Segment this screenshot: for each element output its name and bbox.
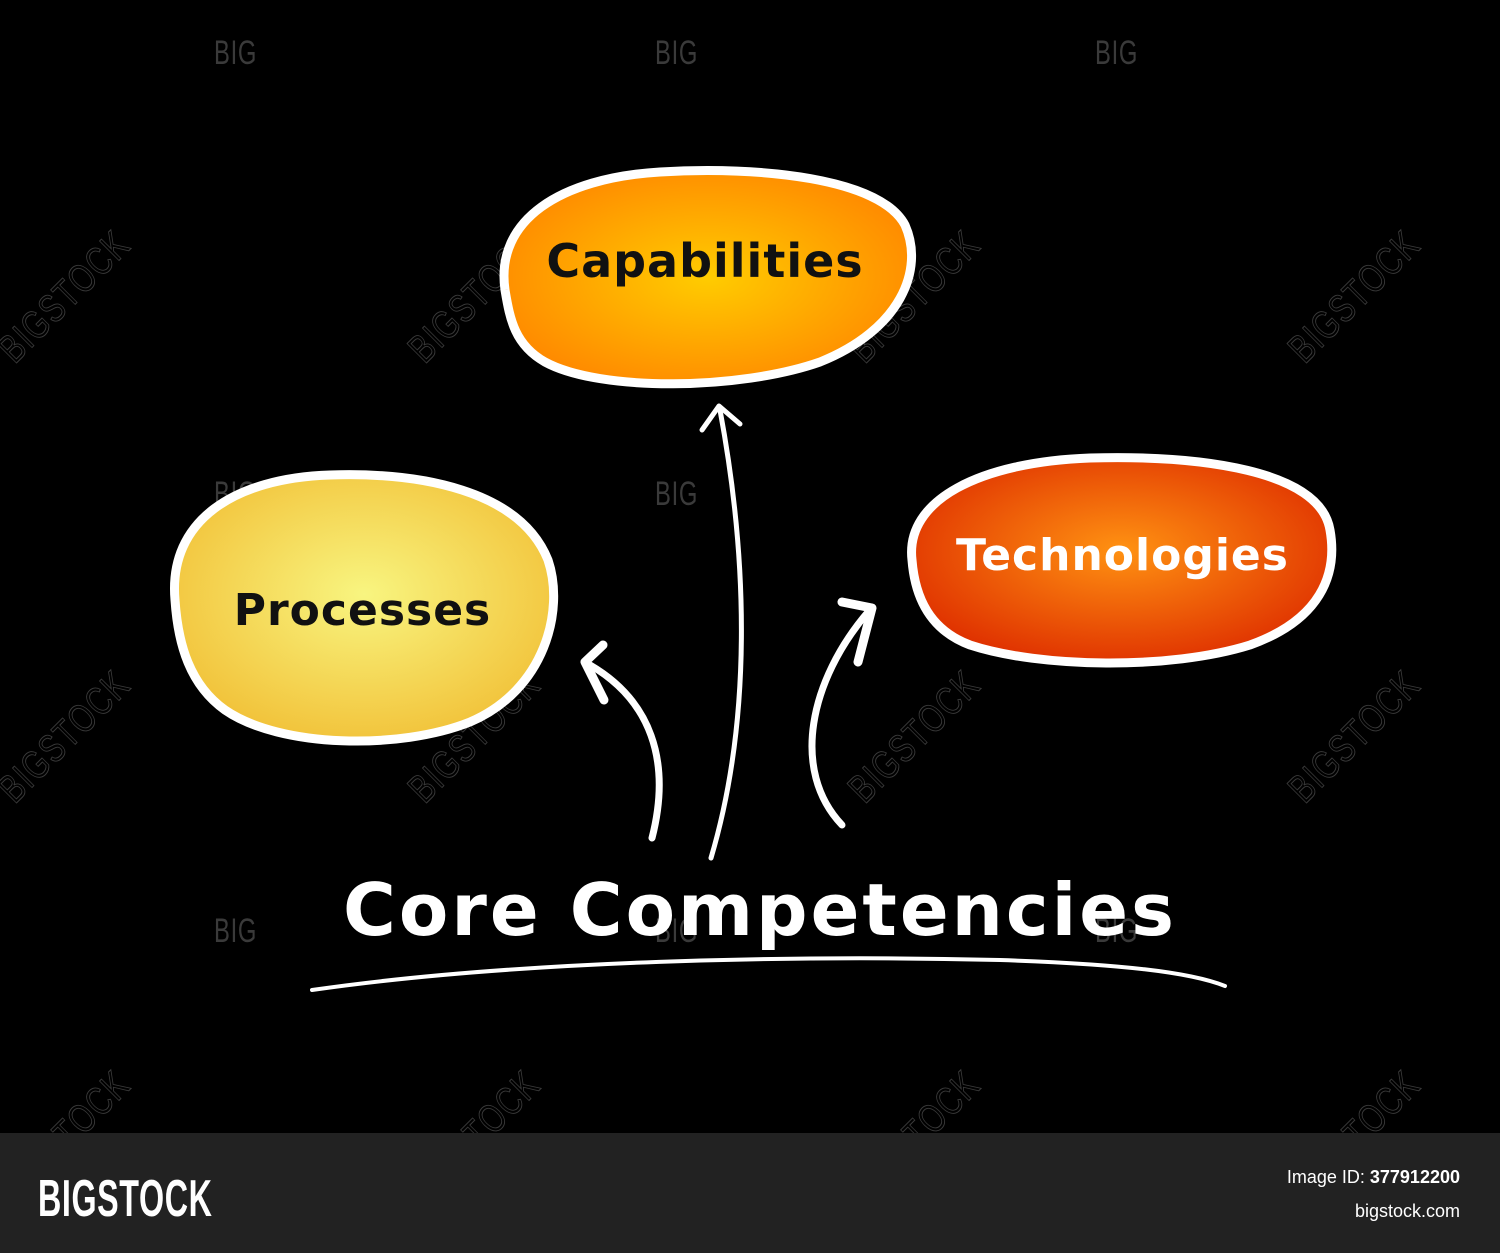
image-id-value: 377912200 bbox=[1369, 1167, 1460, 1187]
watermark-big: BIG bbox=[214, 34, 258, 72]
image-id-label: Image ID: bbox=[1286, 1167, 1365, 1187]
node-technologies-label: Technologies bbox=[956, 530, 1289, 581]
site-link[interactable]: bigstock.com bbox=[1354, 1201, 1460, 1221]
node-technologies bbox=[907, 453, 1337, 668]
arrow-to-processes bbox=[580, 640, 663, 842]
title-underline bbox=[310, 956, 1227, 992]
watermark-big: BIG bbox=[655, 912, 699, 950]
diagram-graphics bbox=[170, 166, 1337, 992]
bigstock-logo: BIGSTOCK bbox=[38, 1170, 213, 1228]
watermark-big: BIG bbox=[1095, 912, 1139, 950]
image-id: Image ID: 377912200 bbox=[1287, 1167, 1460, 1188]
arrow-to-capabilities bbox=[699, 403, 744, 861]
watermark-big: BIG bbox=[1095, 34, 1139, 72]
node-processes-label: Processes bbox=[233, 585, 492, 636]
arrow-to-technologies bbox=[808, 597, 877, 829]
watermark-big: BIG bbox=[655, 475, 699, 513]
node-processes bbox=[170, 470, 559, 746]
watermark-big: BIG bbox=[214, 912, 258, 950]
footer-bar: BIGSTOCK Image ID: 377912200 bigstock.co… bbox=[0, 1133, 1500, 1253]
watermark-big: BIG bbox=[655, 34, 699, 72]
diagram-canvas: BIG BIG BIG BIG BIG BIG BIG BIG BIG BIGS… bbox=[0, 34, 1430, 1133]
diagram-title: Core Competencies bbox=[343, 868, 1177, 952]
node-capabilities bbox=[499, 166, 917, 389]
node-capabilities-label: Capabilities bbox=[546, 234, 864, 288]
